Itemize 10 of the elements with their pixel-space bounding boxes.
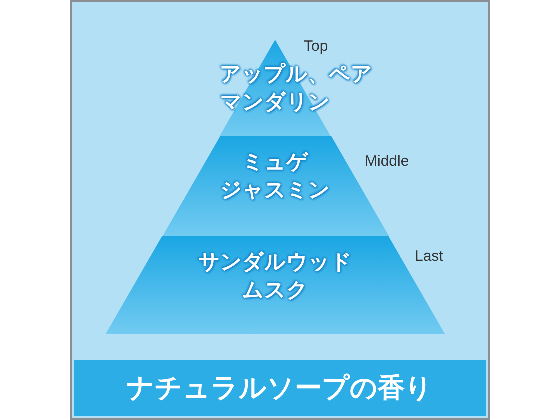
note-text: マンダリン: [220, 89, 330, 116]
layer-label: Middle: [365, 153, 410, 170]
note-text: ムスク: [242, 277, 308, 304]
note-text: ミュゲ: [242, 149, 308, 176]
pyramid-layer: [106, 236, 445, 334]
caption-banner: ナチュラルソープの香り: [74, 360, 486, 416]
note-text: ジャスミン: [220, 177, 330, 204]
layer-label: Last: [415, 248, 444, 265]
note-text: サンダルウッド: [198, 249, 352, 276]
layer-label: Top: [304, 38, 328, 55]
